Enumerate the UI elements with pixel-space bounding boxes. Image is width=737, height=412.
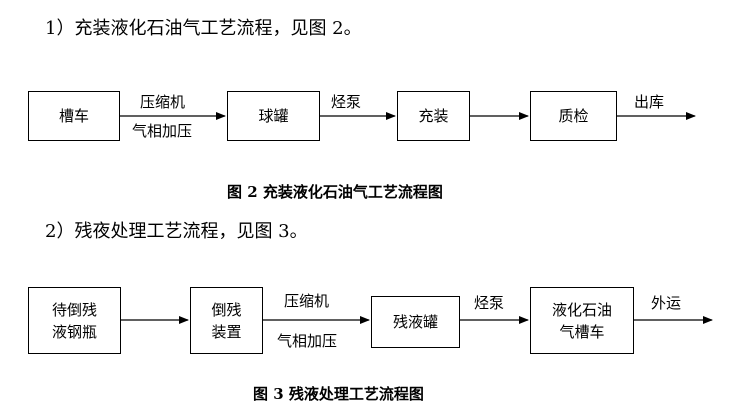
edge-label-hydrocarbon-pump: 烃泵 [331,93,362,111]
node-residual-cylinder: 待倒残 液钢瓶 [28,287,121,354]
edge-label-compressor: 压缩机 [140,93,186,111]
node-tanker: 槽车 [28,91,120,141]
node-sphere-tank: 球罐 [227,91,320,141]
edge-label-external-transport: 外运 [651,294,682,312]
node-inspection: 质检 [530,91,617,141]
node-residual-device: 倒残 装置 [190,287,263,354]
edge-label-hydrocarbon-pump-2: 烃泵 [474,294,505,312]
node-residual-device-line2: 装置 [211,322,242,341]
edge-label-outbound: 出库 [634,93,665,111]
figure-2-caption: 图 2 充装液化石油气工艺流程图 [227,183,443,201]
node-tanker-label: 槽车 [58,107,89,125]
figure-3-caption: 图 3 残液处理工艺流程图 [253,385,424,403]
node-lpg-tanker-line2: 气槽车 [559,322,605,341]
node-residual-tank-label: 残液罐 [392,313,438,331]
edge-label-gas-pressurize: 气相加压 [132,122,193,140]
node-sphere-tank-label: 球罐 [258,107,289,125]
node-filling-label: 充装 [418,107,449,125]
edge-label-gas-pressurize-2: 气相加压 [277,332,338,350]
node-residual-cylinder-line1: 待倒残 [51,300,97,319]
node-lpg-tanker: 液化石油 气槽车 [530,287,634,354]
edge-label-compressor-2: 压缩机 [284,292,330,310]
node-residual-device-line1: 倒残 [211,300,242,319]
node-inspection-label: 质检 [558,107,589,125]
section-2-heading: 2）残夜处理工艺流程，见图 3。 [45,221,308,242]
node-lpg-tanker-line1: 液化石油 [551,300,612,319]
section-1-heading: 1）充装液化石油气工艺流程，见图 2。 [45,18,362,39]
node-residual-cylinder-line2: 液钢瓶 [51,322,97,341]
node-filling: 充装 [397,91,470,141]
node-residual-tank: 残液罐 [371,296,460,348]
